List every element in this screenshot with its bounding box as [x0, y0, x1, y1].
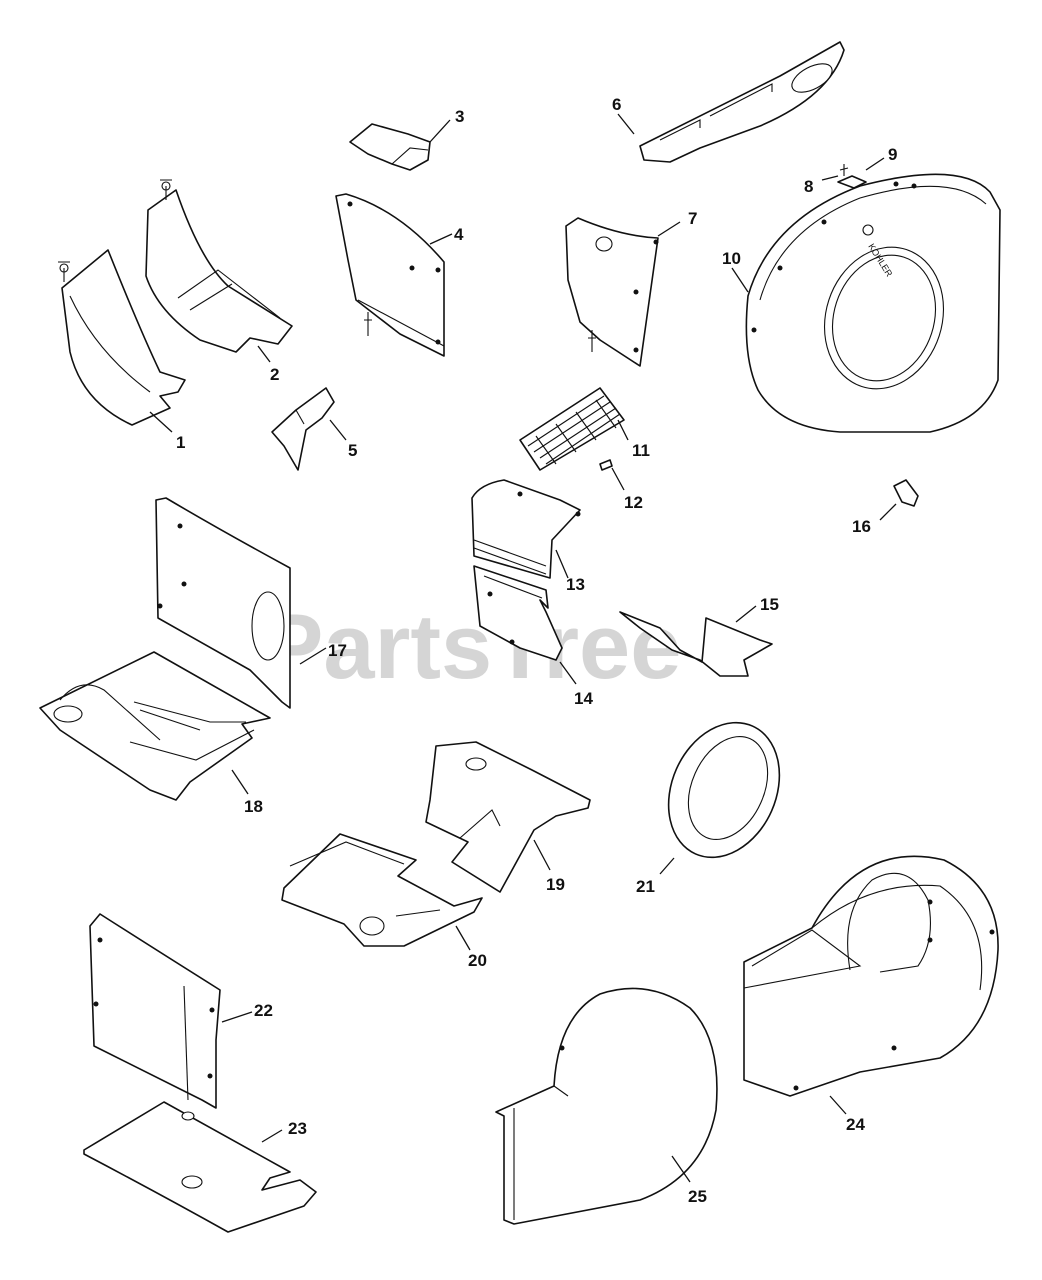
- part-3-bracket[interactable]: [349, 123, 431, 171]
- callout-6[interactable]: 6: [612, 95, 621, 114]
- part-4-side-panel[interactable]: [335, 193, 445, 357]
- part-11-screen[interactable]: [519, 387, 625, 471]
- callout-2[interactable]: 2: [270, 365, 279, 384]
- callout-20[interactable]: 20: [468, 951, 487, 970]
- part-16-clip[interactable]: [893, 479, 919, 507]
- part-9-clip[interactable]: [837, 175, 867, 189]
- callout-21[interactable]: 21: [636, 877, 655, 896]
- callout-17[interactable]: 17: [328, 641, 347, 660]
- part-1-shroud-panel[interactable]: [58, 249, 186, 426]
- callout-9[interactable]: 9: [888, 145, 897, 164]
- part-25-cover[interactable]: [495, 987, 718, 1225]
- part-15-baffle[interactable]: [619, 611, 773, 677]
- part-17-back-panel[interactable]: [155, 497, 291, 709]
- part-18-base-plate[interactable]: [39, 651, 271, 801]
- callout-19[interactable]: 19: [546, 875, 565, 894]
- part-7-side-panel[interactable]: [565, 217, 659, 367]
- part-19-baffle[interactable]: [425, 741, 591, 893]
- part-24-housing[interactable]: [743, 855, 999, 1097]
- part-6-top-strip[interactable]: [639, 41, 845, 163]
- callout-12[interactable]: 12: [624, 493, 643, 512]
- callout-18[interactable]: 18: [244, 797, 263, 816]
- part-23-plate[interactable]: [83, 1101, 317, 1233]
- part-10-blower-housing[interactable]: KOHLER: [745, 173, 1001, 433]
- callout-23[interactable]: 23: [288, 1119, 307, 1138]
- callout-24[interactable]: 24: [846, 1115, 865, 1134]
- part-14-panel[interactable]: [473, 565, 563, 661]
- callout-22[interactable]: 22: [254, 1001, 273, 1020]
- callout-5[interactable]: 5: [348, 441, 357, 460]
- callout-14[interactable]: 14: [574, 689, 593, 708]
- callout-7[interactable]: 7: [688, 209, 697, 228]
- callout-25[interactable]: 25: [688, 1187, 707, 1206]
- callout-11[interactable]: 11: [632, 441, 650, 460]
- callout-3[interactable]: 3: [455, 107, 464, 126]
- part-5-baffle[interactable]: [271, 387, 335, 471]
- part-13-panel[interactable]: [471, 479, 581, 579]
- callout-8[interactable]: 8: [804, 177, 813, 196]
- part-2-shroud-panel[interactable]: [145, 179, 293, 353]
- callout-15[interactable]: 15: [760, 595, 779, 614]
- callout-13[interactable]: 13: [566, 575, 585, 594]
- callout-4[interactable]: 4: [454, 225, 464, 244]
- part-22-panel[interactable]: [89, 913, 221, 1109]
- callout-16[interactable]: 16: [852, 517, 871, 536]
- part-20-baffle[interactable]: [281, 833, 483, 947]
- watermark: PartsTree: [262, 596, 681, 698]
- callout-1[interactable]: 1: [176, 433, 185, 452]
- part-12-screw[interactable]: [599, 459, 613, 471]
- callout-10[interactable]: 10: [722, 249, 741, 268]
- leader-lines: [149, 113, 897, 1183]
- part-21-ring[interactable]: [648, 705, 800, 875]
- callout-numbers: 1 2 3 4 5 6 7 8 9 10 11 12 13 14 15 16 1…: [176, 95, 897, 1206]
- part-8-screw[interactable]: [839, 164, 849, 176]
